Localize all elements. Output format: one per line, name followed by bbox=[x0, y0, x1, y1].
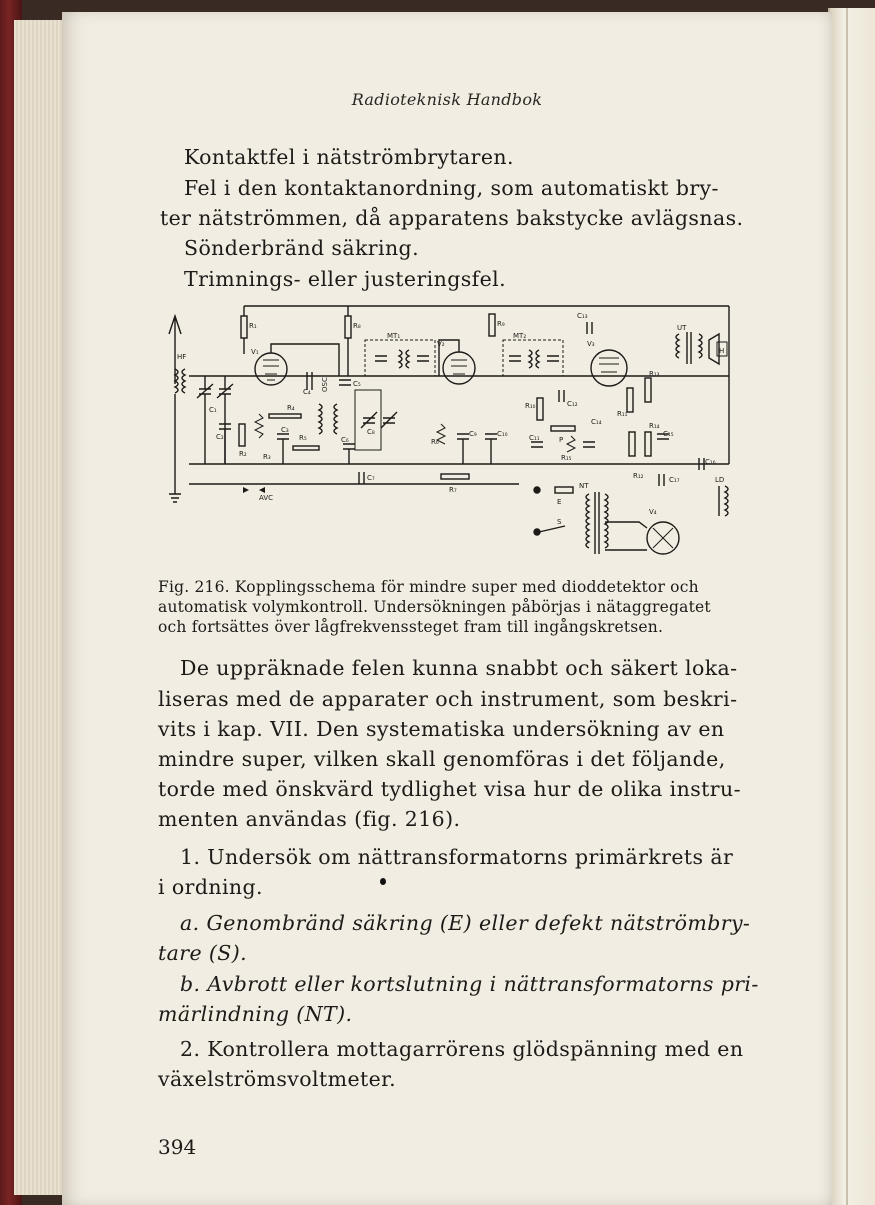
ld-label: LD bbox=[715, 476, 724, 484]
c12-label: C₁₂ bbox=[567, 400, 578, 408]
text-line: torde med önskvärd tydlighet visa hur de… bbox=[158, 777, 741, 801]
text-line: menten användas (fig. 216). bbox=[158, 807, 461, 831]
running-header: Radioteknisk Handbok bbox=[351, 90, 543, 109]
mt2-label: MT₂ bbox=[513, 332, 526, 340]
c6-label: C₆ bbox=[341, 436, 349, 444]
c8-label: C₈ bbox=[367, 428, 375, 436]
c2-label: C₂ bbox=[216, 433, 224, 441]
c10-label: C₁₀ bbox=[497, 430, 508, 438]
text-line: mindre super, vilken skall genomföras i … bbox=[158, 747, 726, 771]
next-page-edge bbox=[828, 8, 875, 1205]
step-1a-line: a. Genombränd säkring (E) eller defekt n… bbox=[180, 911, 751, 935]
c9-label: C₉ bbox=[469, 430, 477, 438]
c5-label: C₅ bbox=[353, 380, 361, 388]
v2-label: V₂ bbox=[437, 340, 445, 348]
step-1-line: i ordning. bbox=[158, 875, 263, 899]
hf-label: HF bbox=[177, 353, 186, 361]
caption-line: och fortsättes över lågfrekvenssteget fr… bbox=[158, 618, 664, 636]
text-line: Sönderbränd säkring. bbox=[184, 236, 419, 260]
c7-label: C₇ bbox=[367, 474, 375, 482]
r12-label: R₁₂ bbox=[633, 472, 644, 480]
nt-label: NT bbox=[579, 482, 589, 490]
ut-label: UT bbox=[677, 324, 687, 332]
book-page: Radioteknisk Handbok Kontaktfel i nätstr… bbox=[62, 12, 832, 1205]
c15-label: C₁₅ bbox=[663, 430, 674, 438]
text-line: Trimnings- eller justeringsfel. bbox=[184, 267, 507, 291]
step-1b-line: märlindning (NT). bbox=[158, 1002, 353, 1026]
text-line: De uppräknade felen kunna snabbt och säk… bbox=[180, 656, 738, 680]
c16-label: C₁₆ bbox=[705, 458, 716, 466]
step-1-line: 1. Undersök om nättransformatorns primär… bbox=[180, 845, 734, 869]
c13-label: C₁₃ bbox=[577, 312, 588, 320]
p-label: P bbox=[559, 436, 563, 444]
caption-line: Fig. 216. Kopplingsschema för mindre sup… bbox=[158, 578, 699, 596]
r4-label: R₄ bbox=[287, 404, 295, 412]
r7-label: R₇ bbox=[449, 486, 457, 494]
c17-label: C₁₇ bbox=[669, 476, 680, 484]
v4-label: V₄ bbox=[649, 508, 657, 516]
c1-label: C₁ bbox=[209, 406, 217, 414]
s-label: S bbox=[557, 518, 562, 526]
page-number: 394 bbox=[158, 1135, 197, 1159]
text-line: Kontaktfel i nätströmbrytaren. bbox=[184, 145, 514, 169]
r10-label: R₁₀ bbox=[525, 402, 536, 410]
step-2-line: 2. Kontrollera mottagarrörens glödspänni… bbox=[180, 1037, 744, 1061]
v1-label: V₁ bbox=[251, 348, 259, 356]
ink-dot bbox=[380, 878, 386, 885]
avc-label: AVC bbox=[259, 494, 273, 502]
step-2-line: växelströmsvoltmeter. bbox=[158, 1067, 397, 1091]
r8-label: R₈ bbox=[353, 322, 361, 330]
text-line: Fel i den kontaktanordning, som automati… bbox=[184, 176, 719, 200]
text-line: ter nätströmmen, då apparatens bakstycke… bbox=[160, 206, 744, 230]
r14-label: R₁₄ bbox=[649, 422, 660, 430]
r2-label: R₂ bbox=[239, 450, 247, 458]
h-label: H bbox=[719, 347, 724, 355]
c3-label: C₃ bbox=[281, 426, 289, 434]
caption-line: automatisk volymkontroll. Undersökningen… bbox=[158, 598, 711, 616]
mt1-label: MT₁ bbox=[387, 332, 400, 340]
r5-label: R₅ bbox=[299, 434, 307, 442]
c4-label: C₄ bbox=[303, 388, 311, 396]
osc-label: OSC bbox=[321, 377, 329, 392]
text-line: liseras med de apparater och instrument,… bbox=[158, 687, 738, 711]
text-line: vits i kap. VII. Den systematiska unders… bbox=[158, 717, 725, 741]
r9-label: R₉ bbox=[497, 320, 505, 328]
r13-label: R₁₃ bbox=[649, 370, 660, 378]
step-1b-line: b. Avbrott eller kortslutning i nättrans… bbox=[180, 972, 759, 996]
r15-label: R₁₅ bbox=[561, 454, 572, 462]
v3-label: V₃ bbox=[587, 340, 595, 348]
c14-label: C₁₄ bbox=[591, 418, 602, 426]
e-label: E bbox=[557, 498, 561, 506]
r6-label: R₆ bbox=[431, 438, 439, 446]
r3-label: R₃ bbox=[263, 453, 271, 461]
step-1a-line: tare (S). bbox=[158, 941, 248, 965]
page-edges bbox=[14, 20, 68, 1195]
r11-label: R₁₁ bbox=[617, 410, 628, 418]
c11-label: C₁₁ bbox=[529, 434, 540, 442]
circuit-schematic: HF C₁ R₁ V₁ C₂ R₂ R₃ C₃ R₄ R₅ bbox=[168, 305, 730, 555]
r1-label: R₁ bbox=[249, 322, 257, 330]
